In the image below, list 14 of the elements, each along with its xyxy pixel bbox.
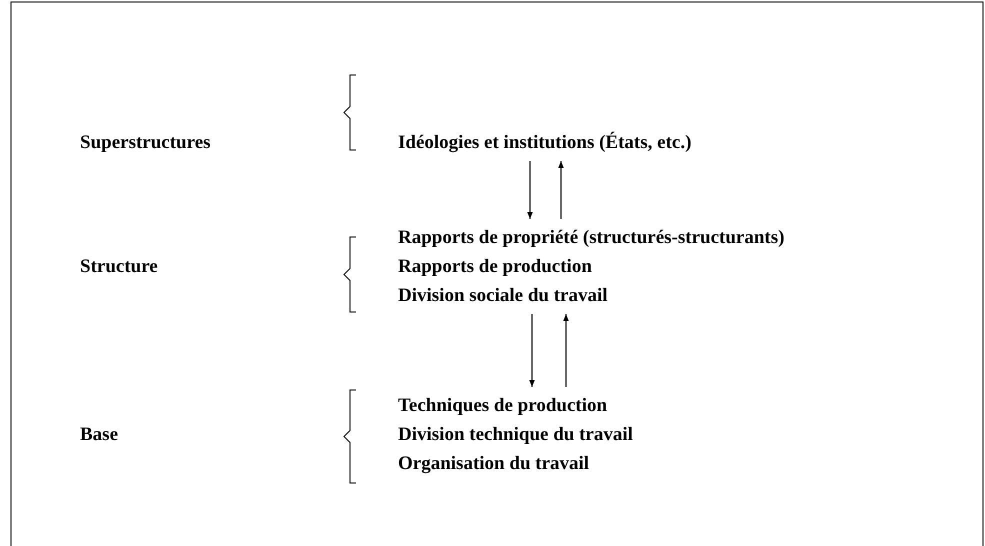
list-item: Rapports de propriété (structurés-structurants) (398, 226, 784, 250)
list-item: Organisation du travail (398, 452, 590, 476)
arrow (529, 314, 535, 387)
arrow (563, 314, 569, 387)
level-heading: Base (80, 423, 118, 447)
list-item: Division technique du travail (398, 423, 633, 447)
list-item: Division sociale du travail (398, 284, 609, 308)
level-heading: Structure (80, 255, 158, 279)
arrow (527, 161, 533, 219)
list-item: Techniques de production (398, 394, 608, 418)
list-item: Rapports de production (398, 255, 593, 279)
arrow (558, 161, 564, 219)
list-item: Idéologies et institutions (États, etc.) (398, 130, 692, 155)
level-heading: Superstructures (80, 131, 211, 155)
